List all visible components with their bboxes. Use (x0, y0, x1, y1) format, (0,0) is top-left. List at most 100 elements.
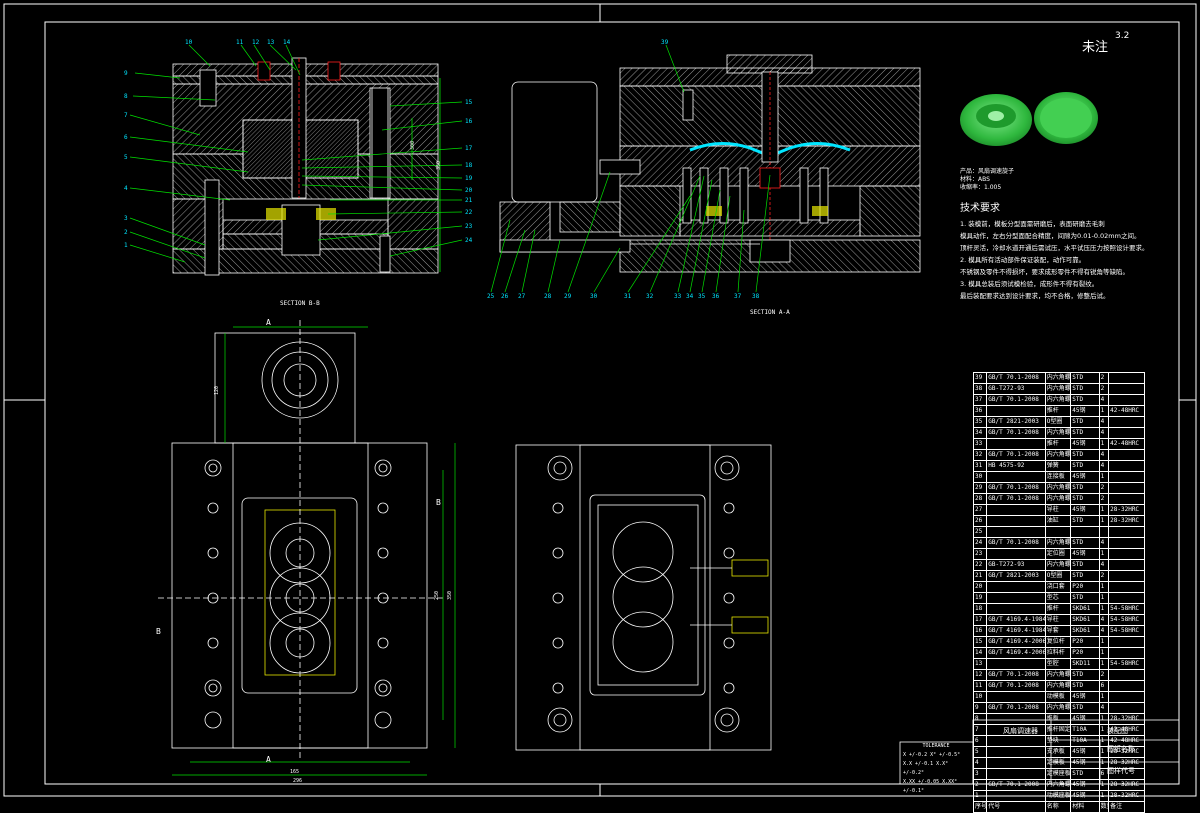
bom-cell: 1 (1100, 582, 1110, 592)
bom-cell: T10A (1071, 725, 1100, 735)
bom-cell (1109, 637, 1146, 647)
bom-cell (1109, 571, 1146, 581)
bom-cell: 22 (974, 560, 988, 570)
bom-cell: 1 (1100, 791, 1110, 801)
bom-cell (987, 516, 1046, 526)
drawing-code: 图样代号 (1107, 767, 1135, 775)
callout-14: 14 (283, 39, 291, 46)
bom-cell: 8 (974, 714, 988, 724)
bom-cell: 42-48HRC (1109, 725, 1146, 735)
bom-cell: STD (1071, 560, 1100, 570)
bom-cell: 15 (974, 637, 988, 647)
callout-25: 25 (487, 293, 495, 300)
bom-cell: 19 (974, 593, 988, 603)
bom-cell: 2 (1100, 384, 1110, 394)
bom-cell: GB/T 70.1-2008 (987, 670, 1046, 680)
bom-cell: 4 (1100, 417, 1110, 427)
bom-cell (987, 769, 1046, 779)
bom-cell: 2 (1100, 670, 1110, 680)
bom-cell: T10A (1071, 736, 1100, 746)
bom-cell (1109, 582, 1146, 592)
bom-cell (1109, 395, 1146, 405)
bom-cell: 28-32HRC (1109, 780, 1146, 790)
tech-req-line: 模具动作，左右分型面配合精度，间隙为0.01-0.02mm之间。 (960, 232, 1141, 240)
bom-cell: SKD11 (1071, 659, 1100, 669)
bom-cell: 2 (1100, 571, 1110, 581)
callout-31: 31 (624, 293, 632, 300)
bom-cell: 45钢 (1071, 747, 1100, 757)
tolerance-row: X.XX +/-0.05 X.XX° +/-0.1° (903, 779, 958, 794)
bom-cell (987, 758, 1046, 768)
drawing-type: 装配图 (1107, 727, 1128, 735)
bom-cell: 42-48HRC (1109, 406, 1146, 416)
bom-cell: 25 (974, 527, 988, 537)
bom-cell (1109, 494, 1146, 504)
callout-30: 30 (590, 293, 598, 300)
bom-cell (987, 791, 1046, 801)
callout-19: 19 (465, 175, 473, 182)
bom-cell: 4 (1100, 450, 1110, 460)
aa-leaders (490, 44, 771, 293)
bom-cell: GB/T 2821-2003 (987, 571, 1046, 581)
product-name: 产品：风扇调速旋子 (960, 168, 1015, 175)
bom-cell: 名称 (1046, 802, 1072, 812)
bom-cell (1109, 560, 1146, 570)
bom-cell (987, 505, 1046, 515)
cut-label-b-right: B (436, 498, 441, 507)
bom-cell (1109, 648, 1146, 658)
bom-cell: 支承板 (1046, 747, 1072, 757)
plan-dims-left (172, 326, 456, 776)
plan-view-right (515, 444, 772, 751)
bom-cell: SKD61 (1071, 615, 1100, 625)
bom-cell: 代号 (987, 802, 1046, 812)
bom-cell: O型圈 (1046, 571, 1072, 581)
callout-20: 20 (465, 187, 473, 194)
bom-cell: 序号 (975, 802, 988, 812)
bom-cell: 45钢 (1071, 472, 1100, 482)
bom-cell: GB/T 70.1-2008 (987, 395, 1046, 405)
bom-cell (1109, 428, 1146, 438)
bom-cell: GB/T 70.1-2008 (987, 703, 1046, 713)
bom-cell: GB/T 70.1-2008 (987, 681, 1046, 691)
bom-cell: 28-32HRC (1109, 516, 1146, 526)
bom-cell (1109, 373, 1146, 383)
bom-cell: 内六角螺钉 (1046, 538, 1072, 548)
bom-header-row: 序号代号名称材料数量备注 (974, 802, 1146, 813)
product-title: 风扇调速器 (1003, 727, 1038, 735)
bom-cell: STD (1071, 571, 1100, 581)
bom-cell (1109, 593, 1146, 603)
bom-cell: 5 (974, 747, 988, 757)
bom-cell: 28-32HRC (1109, 505, 1146, 515)
bom-cell: 内六角螺钉 (1046, 384, 1072, 394)
bom-cell: STD (1071, 373, 1100, 383)
bom-cell: 1 (1100, 747, 1110, 757)
bom-cell (987, 593, 1046, 603)
bom-cell: STD (1071, 670, 1100, 680)
bom-cell: 45钢 (1071, 791, 1100, 801)
bom-cell: GB/T 70.1-2008 (987, 538, 1046, 548)
bom-cell: STD (1071, 450, 1100, 460)
bom-cell (1109, 384, 1146, 394)
cut-label-a-top: A (266, 318, 271, 327)
bom-cell: 定模板 (1046, 758, 1072, 768)
bom-cell: STD (1071, 681, 1100, 691)
bom-cell: O型圈 (1046, 417, 1072, 427)
bom-cell (987, 604, 1046, 614)
bom-cell: 30 (974, 472, 988, 482)
bom-cell: 36 (974, 406, 988, 416)
bom-cell: 42-48HRC (1109, 736, 1146, 746)
bom-cell: 2 (1100, 373, 1110, 383)
